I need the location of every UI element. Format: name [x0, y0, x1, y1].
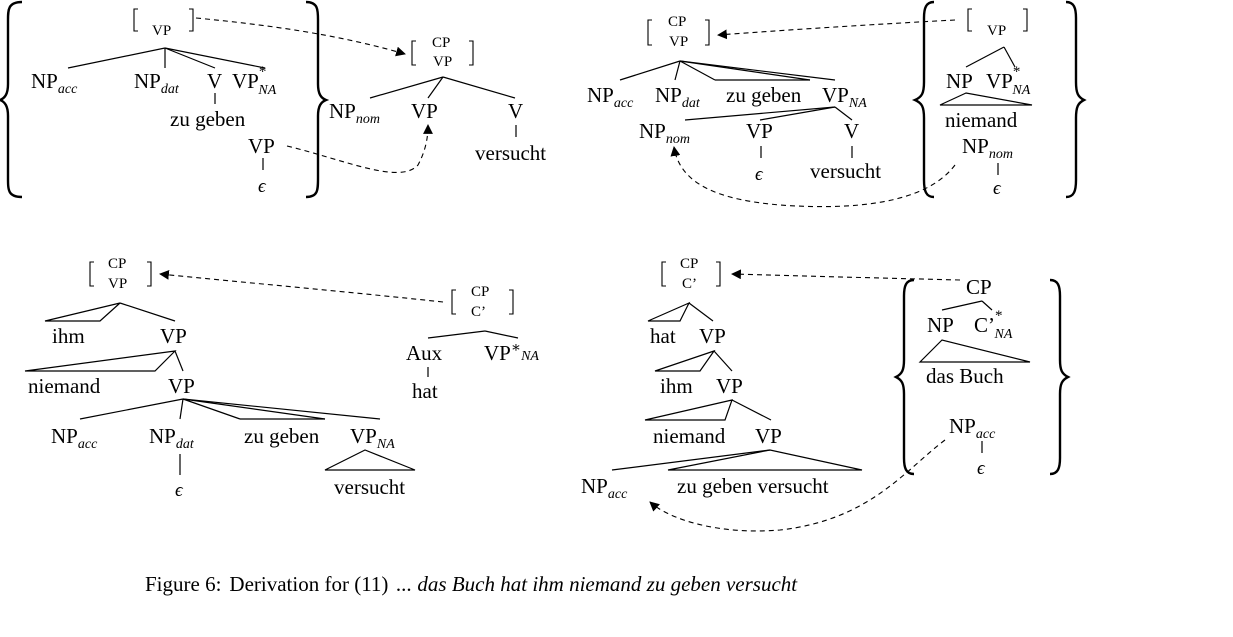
node-vp-na-foot: VP∗NA [484, 340, 539, 365]
node-cp: CP [471, 284, 489, 300]
node-vp: VP [160, 324, 187, 348]
node-vp-na: VPNA [350, 424, 395, 452]
node-vp-na-foot: VP*NA [986, 64, 1031, 98]
word-zu-geben-versucht: zu geben versucht [677, 474, 829, 498]
triangle-versucht [324, 449, 416, 471]
node-v: V [207, 69, 222, 93]
node-cp: CP [108, 256, 126, 272]
node-cp: CP [668, 14, 686, 30]
node-cp: CP [680, 256, 698, 272]
word-versucht: versucht [810, 159, 881, 183]
node-cp: CP [432, 35, 450, 51]
panel-4-derived-tree: CP C’ hat VP ihm VP niemand VP NPacc zu … [581, 256, 1071, 532]
word-hat: hat [650, 324, 676, 348]
right-curly-brace [1049, 278, 1071, 476]
node-aux: Aux [406, 341, 443, 365]
node-vp-top: VP [108, 276, 127, 292]
node-vp: VP [716, 374, 743, 398]
triangle-niemand [24, 350, 177, 372]
node-np-dat: NPdat [149, 424, 195, 452]
node-np: NP [946, 69, 973, 93]
word-niemand: niemand [28, 374, 101, 398]
panel-3-derivation: CP VP ihm VP niemand VP NPacc NPdat zu g… [24, 256, 539, 501]
node-v: V [508, 99, 523, 123]
node-np-acc: NPacc [31, 69, 78, 97]
arrow-subst-np-acc [649, 439, 946, 532]
node-np: NP [927, 313, 954, 337]
arrow-adjoin-aux [159, 269, 444, 303]
node-vp: VP [168, 374, 195, 398]
node-np-dat: NPdat [134, 69, 180, 97]
triangle-ihm [654, 349, 716, 372]
word-hat: hat [412, 379, 438, 403]
node-vp: VP [755, 424, 782, 448]
triangle-das-buch [918, 339, 1031, 363]
triangle-ihm [44, 302, 121, 322]
arrow-adjoin-vp [717, 19, 956, 40]
node-np-acc: NPacc [51, 424, 98, 452]
node-np-acc: NPacc [581, 474, 628, 502]
word-zu-geben: zu geben [170, 107, 246, 131]
node-cp-root: CP [966, 275, 992, 299]
word-zu-geben: zu geben [726, 83, 802, 107]
word-versucht: versucht [334, 475, 405, 499]
node-vp-subst: VP [411, 99, 438, 123]
word-ihm: ihm [660, 374, 693, 398]
arrow-adjoin-cp [731, 269, 961, 281]
epsilon: ϵ [993, 178, 1002, 199]
figure-caption: Figure 6: Derivation for (11) ... das Bu… [145, 572, 798, 596]
arrow-adjoin-vp [195, 17, 406, 57]
right-curly-brace [1065, 0, 1087, 199]
node-np-acc-trace: NPacc [949, 414, 996, 442]
panel-2-derivation: CP VP NPacc NPdat zu geben VPNA NPnom VP… [587, 0, 1087, 208]
word-niemand: niemand [945, 108, 1018, 132]
left-curly-brace [911, 0, 935, 199]
node-vp: VP [699, 324, 726, 348]
epsilon: ϵ [977, 458, 986, 479]
node-np-nom: NPnom [639, 119, 690, 147]
triangle-niemand [939, 92, 1033, 106]
node-np-nom-trace: NPnom [962, 134, 1013, 162]
node-vp: VP [746, 119, 773, 143]
node-np-nom: NPnom [329, 99, 380, 127]
node-vp-trace: VP [248, 134, 275, 158]
triangle-niemand [644, 399, 733, 421]
node-v: V [844, 119, 859, 143]
node-vp-na-foot: VP*NA [232, 64, 277, 98]
node-vp-na: VPNA [822, 83, 867, 111]
word-niemand: niemand [653, 424, 726, 448]
word-ihm: ihm [52, 324, 85, 348]
triangle-hat [647, 301, 691, 322]
arrow-subst-np-nom [670, 146, 956, 208]
epsilon: ϵ [755, 164, 764, 185]
node-vp-root: VP [987, 23, 1006, 39]
right-curly-brace [305, 0, 330, 199]
left-curly-brace [0, 0, 23, 199]
triangle-zu-geben-versucht [667, 449, 863, 471]
word-das-buch: das Buch [926, 364, 1004, 388]
left-curly-brace [893, 278, 915, 476]
node-c-bar-na-foot: C’*NA [974, 308, 1013, 342]
node-c-bar: C’ [471, 304, 486, 320]
word-versucht: versucht [475, 141, 546, 165]
node-c-bar: C’ [682, 276, 697, 292]
epsilon: ϵ [175, 480, 184, 501]
node-vp-root: VP [152, 23, 171, 39]
panel-1-elementary-trees: VP NPacc NPdat V VP*NA zu geben VP ϵ CP … [0, 0, 546, 199]
epsilon: ϵ [258, 176, 267, 197]
node-np-dat: NPdat [655, 83, 701, 111]
word-zu-geben: zu geben [244, 424, 320, 448]
arrow-subst-vp [286, 124, 433, 173]
node-vp-top: VP [669, 34, 688, 50]
node-np-acc: NPacc [587, 83, 634, 111]
node-vp-top: VP [433, 54, 452, 70]
